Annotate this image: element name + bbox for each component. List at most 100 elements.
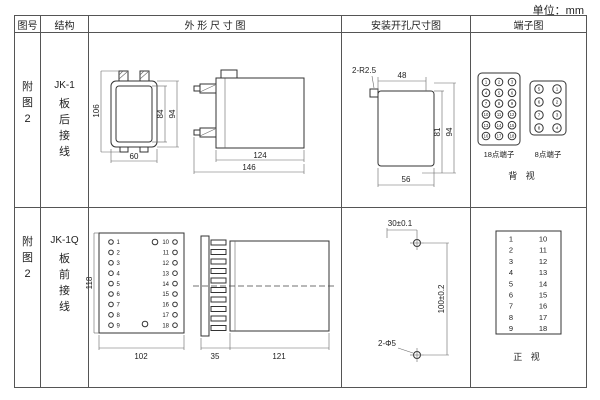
terminal-circle xyxy=(552,84,562,94)
terminal-number: 10 xyxy=(484,112,489,117)
terminal-circle xyxy=(507,131,517,141)
terminal-circle xyxy=(534,84,544,94)
terminal-circle xyxy=(108,312,114,318)
terminal-circle xyxy=(172,312,178,318)
terminal-number: 1 xyxy=(485,80,488,85)
terminal-number: 4 xyxy=(485,90,488,95)
dim-48-text: 48 xyxy=(398,71,407,80)
label-8-point: 8点端子 xyxy=(535,149,562,159)
screw-mark xyxy=(210,287,227,293)
screw-mark xyxy=(210,306,227,312)
hole-label-text: 2-Φ5 xyxy=(378,339,396,348)
dim-depths: 35 121 xyxy=(200,333,330,361)
header-fig-no: 图号 xyxy=(15,16,41,33)
terminal-number: 4 xyxy=(509,268,513,277)
jk1-panel-cutout xyxy=(369,88,435,167)
terminal-circle xyxy=(108,291,114,297)
terminal-number: 15 xyxy=(539,291,547,300)
row2-mounting-drawing-cell: 30±0.1 100±0.2 2-Φ5 xyxy=(342,208,471,387)
row1-outline-drawing-cell: 106 84 94 60 xyxy=(89,33,342,208)
terminal-number: 1 xyxy=(117,240,121,246)
jk1q-mounting-drawing: 30±0.1 100±0.2 2-Φ5 xyxy=(378,219,449,362)
terminal-number: 13 xyxy=(539,268,547,277)
terminal-circle xyxy=(494,120,504,130)
terminal-number: 9 xyxy=(117,323,121,329)
terminal-circle xyxy=(172,322,178,328)
corner-radius-callout: 2-R2.5 xyxy=(352,66,377,89)
jk1-outline-drawing: 106 84 94 60 xyxy=(92,69,305,174)
terminal-number: 6 xyxy=(509,291,513,300)
dim-width-bottom: 56 xyxy=(377,168,435,187)
terminal-number: 4 xyxy=(117,271,121,277)
terminal-number: 10 xyxy=(539,235,547,244)
terminal-number: 5 xyxy=(117,282,121,288)
jk1-side-view xyxy=(193,69,305,149)
terminal-circle xyxy=(481,131,491,141)
row1-fig-no-text: 附图2 xyxy=(22,81,33,125)
terminal-number: 7 xyxy=(117,303,121,309)
screw-mark xyxy=(210,239,227,246)
terminal-number: 14 xyxy=(162,282,169,288)
row2-structure-cell: JK-1Q 板前接线 xyxy=(41,208,89,387)
terminal-circle xyxy=(108,249,114,256)
terminal-number: 7 xyxy=(538,113,541,118)
dim-height-inner: 81 xyxy=(433,90,444,173)
terminal-circle xyxy=(481,120,491,130)
terminal-circle xyxy=(507,110,517,119)
terminal-circle xyxy=(494,88,504,98)
terminal-number: 4 xyxy=(556,126,559,131)
terminal-number: 8 xyxy=(509,313,513,322)
terminal-number: 3 xyxy=(511,80,514,85)
terminal-circle xyxy=(481,99,491,108)
terminal-number: 17 xyxy=(497,134,502,139)
terminal-circle xyxy=(494,110,504,119)
dim-94-text: 94 xyxy=(445,127,454,136)
terminal-circle xyxy=(534,123,544,133)
screw-mark xyxy=(210,296,227,303)
dim-width: 102 xyxy=(98,335,185,361)
terminal-number: 8 xyxy=(538,126,541,131)
terminal-circle xyxy=(481,77,491,87)
terminal-number: 11 xyxy=(539,246,547,255)
terminal-circle xyxy=(108,301,114,308)
header-outline-dims: 外 形 尺 寸 图 xyxy=(89,16,342,33)
dim-56-text: 56 xyxy=(402,175,411,184)
terminal-circle xyxy=(507,120,517,130)
terminal-number: 11 xyxy=(163,251,170,257)
header-mounting-dims: 安装开孔尺寸图 xyxy=(342,16,471,33)
mounting-hole-bottom xyxy=(141,320,149,328)
terminal-circle xyxy=(534,110,544,120)
terminal-number: 15 xyxy=(162,292,169,298)
terminal-circle xyxy=(552,123,562,133)
terminal-circle xyxy=(552,97,562,107)
terminal-number: 6 xyxy=(117,292,121,298)
terminal-number: 16 xyxy=(539,302,547,311)
row1-structure-cell: JK-1 板后接线 xyxy=(41,33,89,208)
dim-121-text: 121 xyxy=(272,352,286,361)
terminal-circle xyxy=(172,239,178,245)
terminal-circle xyxy=(552,110,562,120)
row2-wiring-label: 板前接线 xyxy=(59,253,70,313)
terminal-circle xyxy=(494,131,504,141)
terminal-number: 1 xyxy=(556,87,559,92)
terminal-number: 8 xyxy=(498,101,501,106)
dim-84-text: 84 xyxy=(156,109,165,118)
terminal-number: 12 xyxy=(162,261,169,267)
terminal-number: 9 xyxy=(511,101,514,106)
spec-table: 图号 结构 外 形 尺 寸 图 安装开孔尺寸图 端子图 附图2 JK-1 板后接… xyxy=(14,15,587,388)
front-view-label: 正 视 xyxy=(513,351,543,362)
terminal-number: 12 xyxy=(510,112,515,117)
terminal-circle xyxy=(108,260,114,266)
screw-mark xyxy=(210,277,227,284)
dim-depth-inner: 124 xyxy=(215,150,305,162)
dim-94-text: 94 xyxy=(168,109,177,118)
